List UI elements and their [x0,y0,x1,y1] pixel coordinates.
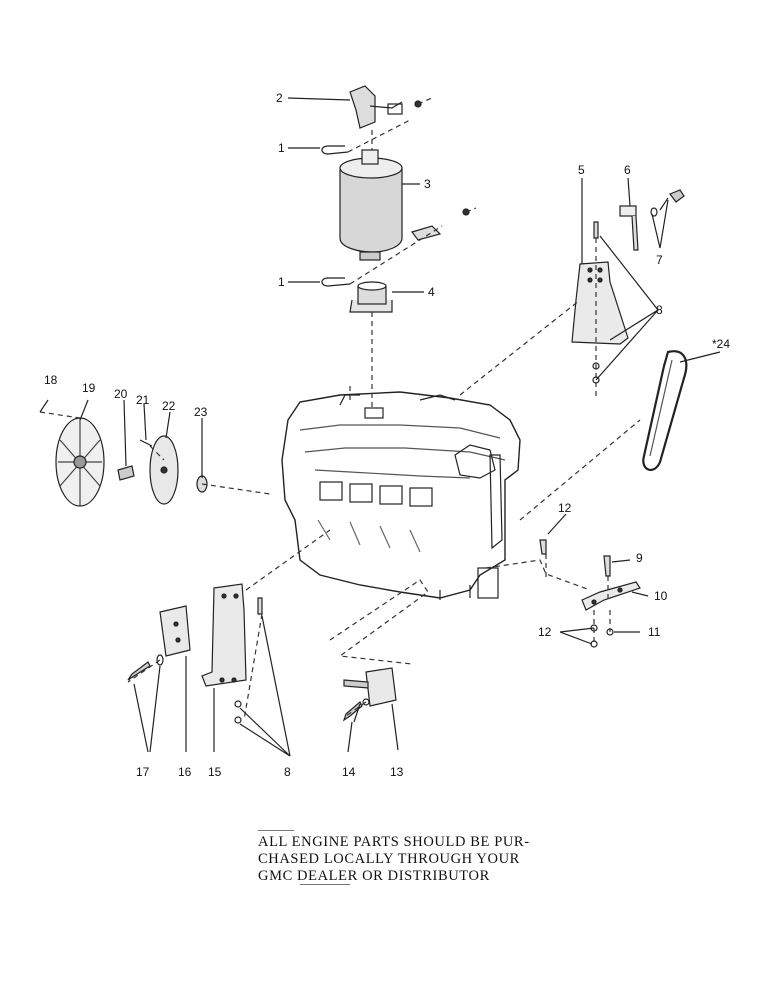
callout-13: 13 [390,765,404,779]
bolt-part-8-upper [593,221,599,239]
disc-part-22 [149,435,179,505]
callout-12: 12 [538,625,552,639]
callout-7: 7 [656,253,663,267]
pin-part-21 [139,439,153,447]
engine-block [281,391,521,600]
washer-part-8-lower [234,700,242,708]
callout-2: 2 [276,91,283,105]
strap-part-10 [581,581,641,611]
fan-pulley-part-19 [55,417,105,507]
callout-6: 6 [624,163,631,177]
belt-part-24 [642,350,688,472]
elbow-fitting-part-2 [349,85,422,129]
callout-18: 18 [44,373,58,387]
bolt-part-9 [603,555,611,577]
bracket-part-15 [201,583,247,687]
u-clamp-upper [321,145,349,155]
callout-4: 4 [428,285,435,299]
note-rule-top [258,830,294,831]
bolt-part-17 [127,654,164,681]
callout-8: 8 [284,765,291,779]
note-rule-bottom [300,884,350,885]
callout-19: 19 [82,381,96,395]
callout-1: 1 [278,275,285,289]
bracket-part-13 [343,667,397,707]
assembly-lines [39,97,641,721]
callout-11: 11 [648,625,661,639]
purchase-note: ALL ENGINE PARTS SHOULD BE PUR- CHASED L… [258,834,588,885]
callout-20: 20 [114,387,128,401]
spacer-part-20 [117,465,135,481]
note-line-3: GMC DEALER OR DISTRIBUTOR [258,868,490,884]
plate-part-16 [159,605,191,657]
bolt-part-7 [650,189,685,217]
callout-3: 3 [424,177,431,191]
callout-14: 14 [342,765,356,779]
callout-21: 21 [136,393,150,407]
callout-16: 16 [178,765,192,779]
callout-23: 23 [194,405,208,419]
nut-part-8-lower [234,716,242,724]
note-line-1: ALL ENGINE PARTS SHOULD BE PUR- [258,834,530,850]
filter-canister-part-3 [339,149,470,261]
bolt-part-12 [539,539,547,555]
callout-15: 15 [208,765,222,779]
callout-1: 1 [278,141,285,155]
callout-17: 17 [136,765,150,779]
adapter-part-4 [349,281,393,313]
callout-5: 5 [578,163,585,177]
strap-part-6 [619,205,639,251]
u-clamp-lower [321,277,351,287]
callout-12: 12 [558,501,572,515]
callout-8: 8 [656,303,663,317]
callout-9: 9 [636,551,643,565]
note-line-2: CHASED LOCALLY THROUGH YOUR [258,851,520,867]
bracket-part-5 [571,261,629,345]
callout-10: 10 [654,589,668,603]
bolt-part-8-lower [257,597,263,615]
bolt-part-14 [342,698,370,722]
callout-24: *24 [712,337,731,351]
leader-lines [39,97,721,757]
callout-22: 22 [162,399,176,413]
